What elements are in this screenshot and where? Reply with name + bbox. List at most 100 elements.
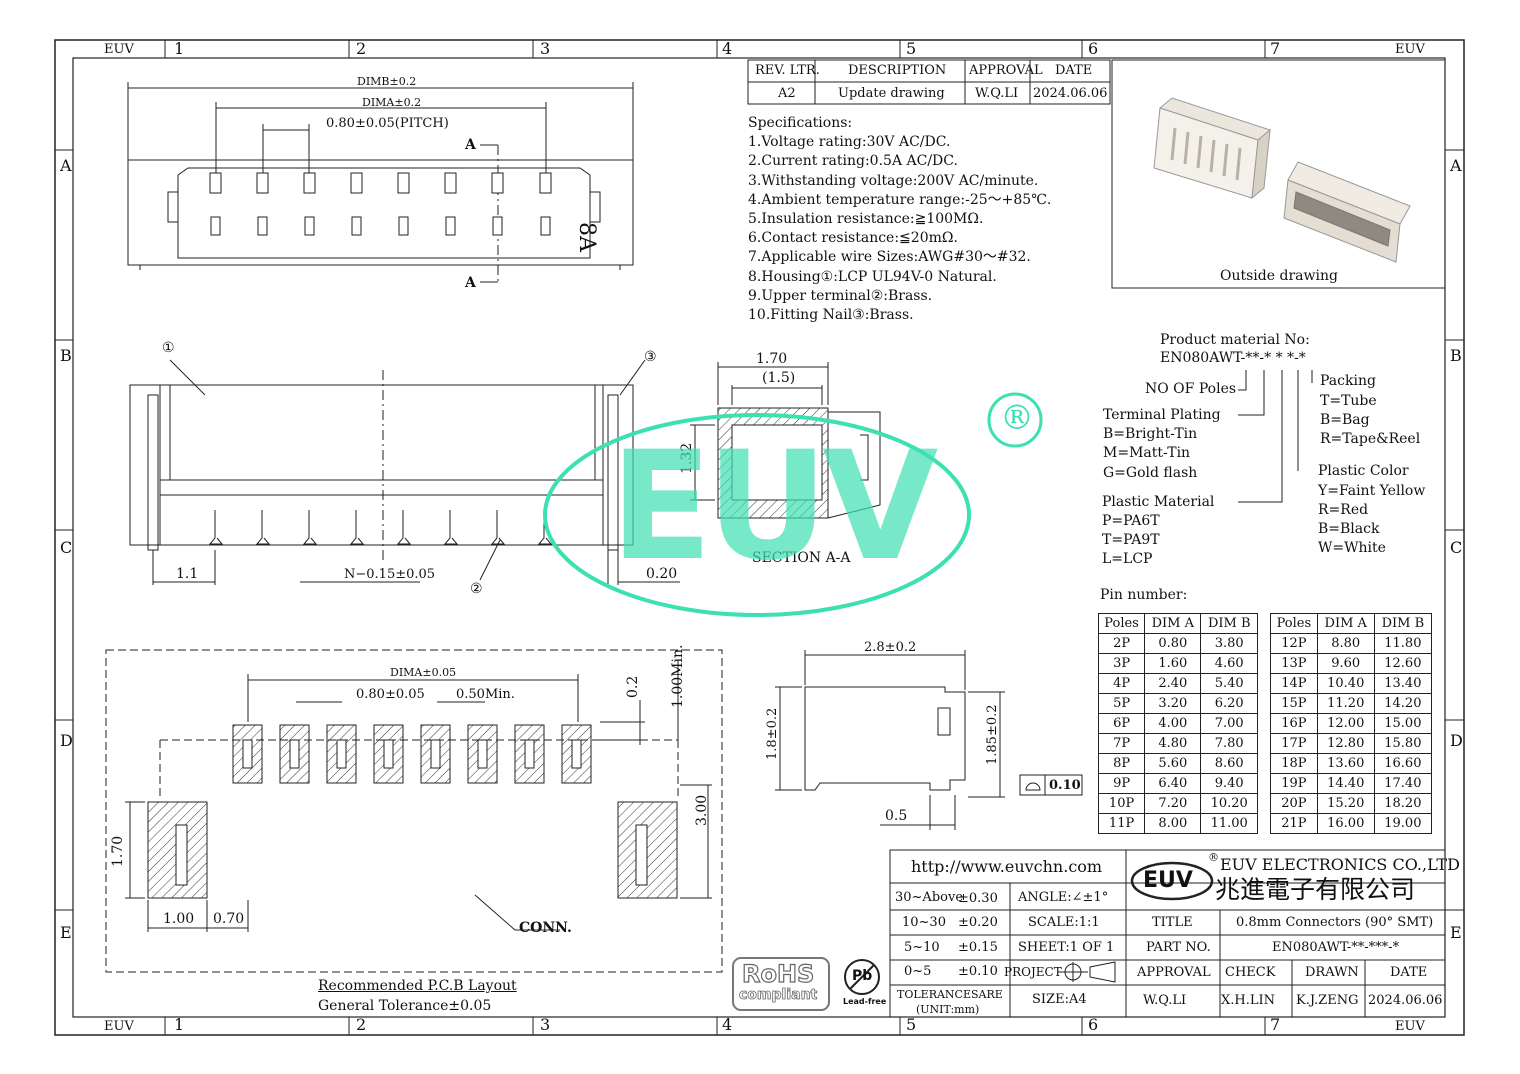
side-dim-28: 2.8±0.2 xyxy=(864,640,917,655)
poles-label: NO OF Poles xyxy=(1145,381,1237,397)
material-option: L=LCP xyxy=(1102,551,1153,567)
title-label: TITLE xyxy=(1152,915,1193,930)
pin-cell: 4P xyxy=(1097,673,1146,694)
rev-ltr-value: A2 xyxy=(778,86,796,101)
pin-header: DIM A xyxy=(1144,613,1202,634)
color-option: B=Black xyxy=(1318,521,1380,537)
title-logo-registered: ® xyxy=(1208,851,1219,864)
pin-cell: 9.40 xyxy=(1200,773,1258,794)
rohs-badge-frame xyxy=(732,957,830,1011)
specifications-block: Specifications: 1.Voltage rating:30V AC/… xyxy=(748,114,1051,325)
pin-cell: 10P xyxy=(1097,793,1146,814)
col-6: 6 xyxy=(1088,39,1099,58)
date-label: DATE xyxy=(1390,965,1428,980)
lead-free-text: Lead-free xyxy=(843,997,887,1006)
pin-cell: 8P xyxy=(1097,753,1146,774)
front-view-pins xyxy=(208,510,553,545)
tol-value: ±0.30 xyxy=(958,891,998,906)
pin-cell: 20P xyxy=(1270,793,1318,814)
frame-label-top-right: EUV xyxy=(1395,42,1425,57)
front-view-geometry xyxy=(129,359,680,585)
pin-cell: 11.20 xyxy=(1316,693,1375,714)
pin-header: Poles xyxy=(1097,613,1146,634)
pin-cell: 11P xyxy=(1097,813,1146,834)
packing-option: B=Bag xyxy=(1320,412,1370,428)
color-label: Plastic Color xyxy=(1318,463,1409,479)
spec-item: 4.Ambient temperature range:-25～+85℃. xyxy=(748,191,1052,208)
pin-cell: 17P xyxy=(1270,733,1318,754)
frame-label-top-left: EUV xyxy=(104,42,134,57)
company-cn: 兆進電子有限公司 xyxy=(1215,875,1416,904)
pin-cell: 13P xyxy=(1270,653,1318,674)
plating-option: B=Bright-Tin xyxy=(1103,426,1198,442)
tol-range: 30~Above xyxy=(895,890,964,905)
section-a-top: A xyxy=(465,137,476,153)
pin-cell: 10.40 xyxy=(1316,673,1375,694)
pin-cell: 4.60 xyxy=(1200,653,1258,674)
title-logo: EUV xyxy=(1143,868,1193,893)
connector-render-1 xyxy=(1153,97,1272,200)
pin-cell: 17.40 xyxy=(1373,773,1433,794)
pin-cell: 8.60 xyxy=(1200,753,1258,774)
rev-header-approval: APPROVAL xyxy=(969,63,1043,78)
side-view-geometry xyxy=(775,650,1083,830)
dima-label: DIMA±0.2 xyxy=(362,96,422,109)
pin-cell: 19P xyxy=(1270,773,1318,794)
row-b: B xyxy=(60,346,72,365)
tol-range: 10~30 xyxy=(902,915,946,930)
top-view-pins xyxy=(209,172,552,236)
angle-spec: ANGLE:∠±1° xyxy=(1018,890,1109,905)
pin-cell: 4.80 xyxy=(1144,733,1202,754)
conn-label: CONN. xyxy=(519,920,572,936)
pin-cell: 14.20 xyxy=(1373,693,1433,714)
material-label: Plastic Material xyxy=(1102,494,1215,510)
rev-date-value: 2024.06.06 xyxy=(1033,86,1108,101)
pin-cell: 13.60 xyxy=(1316,753,1375,774)
rev-header-ltr: REV. LTR. xyxy=(755,63,820,78)
callout-terminal: ② xyxy=(470,581,483,597)
col-6-bottom: 6 xyxy=(1088,1015,1099,1034)
pin-count-mark: 8A xyxy=(574,222,599,252)
section-title: SECTION A-A xyxy=(752,550,851,566)
plating-label: Terminal Plating xyxy=(1103,407,1221,423)
pin-cell: 13.40 xyxy=(1373,673,1433,694)
pin-header: Poles xyxy=(1270,613,1318,634)
pin-cell: 12.80 xyxy=(1316,733,1375,754)
pin-header: DIM B xyxy=(1373,613,1433,634)
tol-value: ±0.15 xyxy=(958,940,998,955)
part-label: PART NO. xyxy=(1146,940,1211,955)
spec-item: 5.Insulation resistance:≧100MΩ. xyxy=(748,211,984,228)
rev-desc-value: Update drawing xyxy=(838,86,945,101)
spec-item: 9.Upper terminal②:Brass. xyxy=(748,287,933,304)
pcb-caption: Recommended P.C.B Layout xyxy=(318,978,517,994)
pin-cell: 5.60 xyxy=(1144,753,1202,774)
row-d: D xyxy=(60,731,73,750)
pin-cell: 6.40 xyxy=(1144,773,1202,794)
callout-nail: ③ xyxy=(644,349,657,365)
pcb-dim-02: 0.2 xyxy=(625,675,641,698)
pin-header: DIM B xyxy=(1200,613,1258,634)
registered-mark: ® xyxy=(1000,398,1034,438)
outside-drawing-label: Outside drawing xyxy=(1220,268,1338,284)
check-label: CHECK xyxy=(1225,965,1276,980)
packing-option: R=Tape&Reel xyxy=(1320,431,1421,447)
col-3: 3 xyxy=(540,39,551,58)
pcb-dima: DIMA±0.05 xyxy=(390,666,457,679)
spec-item: 1.Voltage rating:30V AC/DC. xyxy=(748,134,951,151)
pin-cell: 9.60 xyxy=(1316,653,1375,674)
frame-label-bottom-right: EUV xyxy=(1395,1019,1425,1034)
pin-cell: 3P xyxy=(1097,653,1146,674)
pin-cell: 15.20 xyxy=(1316,793,1375,814)
col-2-bottom: 2 xyxy=(356,1015,367,1034)
col-7: 7 xyxy=(1270,39,1281,58)
spec-item: 10.Fitting Nail③:Brass. xyxy=(748,307,914,324)
